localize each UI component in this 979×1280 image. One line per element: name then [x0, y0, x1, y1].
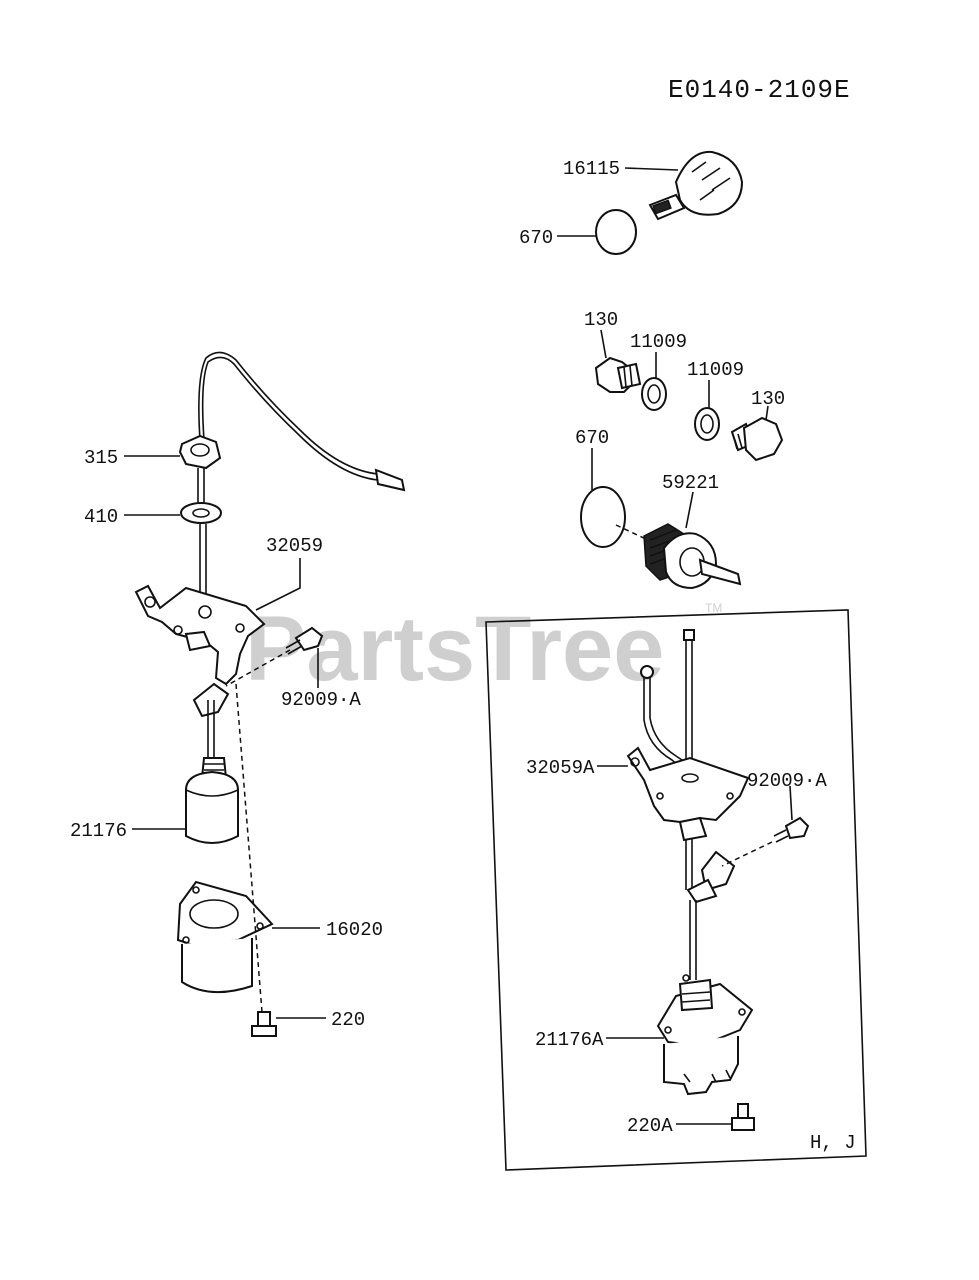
diagram-code: E0140-2109E [668, 75, 851, 105]
part-lever-right [686, 850, 736, 904]
part-315-nut[interactable] [178, 434, 222, 470]
part-220A-screw[interactable] [731, 1103, 755, 1131]
callout-130-right[interactable]: 130 [751, 388, 785, 410]
part-130-plug-right[interactable] [730, 416, 784, 462]
part-130-plug-left[interactable] [594, 356, 642, 393]
part-32059A-bracket[interactable] [626, 746, 750, 842]
callout-11009-right[interactable]: 11009 [687, 359, 744, 381]
part-16020-case[interactable] [176, 880, 274, 994]
callout-670-top[interactable]: 670 [519, 227, 553, 249]
variant-note: H, J [810, 1132, 856, 1154]
sensor-cable [198, 351, 379, 475]
leader-32059 [255, 558, 301, 611]
wire-terminal-ring [640, 665, 654, 679]
leader-16115 [624, 167, 679, 171]
part-670-oring-top[interactable] [595, 209, 637, 255]
callout-130-left[interactable]: 130 [584, 309, 618, 331]
callout-16115[interactable]: 16115 [563, 158, 620, 180]
callout-11009-left[interactable]: 11009 [630, 331, 687, 353]
callout-220A[interactable]: 220A [627, 1115, 673, 1137]
leader-130-right [765, 405, 769, 421]
assembly-line-92009A-left [225, 649, 291, 687]
assembly-line-92009A-right [721, 841, 773, 867]
watermark: PartsTree [245, 598, 664, 700]
callout-16020[interactable]: 16020 [326, 919, 383, 941]
part-92009A-screw-left[interactable] [285, 626, 324, 655]
callout-92009A-right[interactable]: 92009·A [747, 770, 827, 792]
callout-32059[interactable]: 32059 [266, 535, 323, 557]
part-11009-washer-right[interactable] [694, 407, 720, 441]
callout-21176[interactable]: 21176 [70, 820, 127, 842]
part-11009-washer-left[interactable] [641, 377, 667, 411]
callout-92009A-left[interactable]: 92009·A [281, 689, 361, 711]
part-32059-bracket[interactable] [134, 584, 266, 718]
callout-59221[interactable]: 59221 [662, 472, 719, 494]
assembly-line-220 [235, 683, 263, 1013]
part-220-screw[interactable] [251, 1011, 277, 1037]
callout-32059A[interactable]: 32059A [526, 757, 595, 779]
callout-315[interactable]: 315 [84, 447, 118, 469]
part-21176-sensor-body[interactable] [185, 757, 239, 844]
leader-130-left [600, 329, 607, 359]
callout-410[interactable]: 410 [84, 506, 118, 528]
assembly-line-670 [615, 524, 649, 541]
part-21176A-sensor[interactable] [656, 974, 754, 1096]
part-59221-oil-switch[interactable] [643, 523, 742, 590]
part-92009A-screw-right[interactable] [773, 816, 810, 843]
watermark-trademark: TM [705, 601, 722, 615]
cable-probe-tip [374, 468, 406, 492]
callout-220[interactable]: 220 [331, 1009, 365, 1031]
part-16115-dipstick-cap[interactable] [648, 150, 744, 221]
leader-92009A-right [789, 785, 793, 821]
callout-21176A[interactable]: 21176A [535, 1029, 604, 1051]
part-410-washer[interactable] [180, 502, 222, 524]
part-670-oring-mid[interactable] [580, 486, 626, 548]
callout-670-mid[interactable]: 670 [575, 427, 609, 449]
variant-frame [485, 609, 867, 1171]
leader-59221 [685, 491, 694, 529]
